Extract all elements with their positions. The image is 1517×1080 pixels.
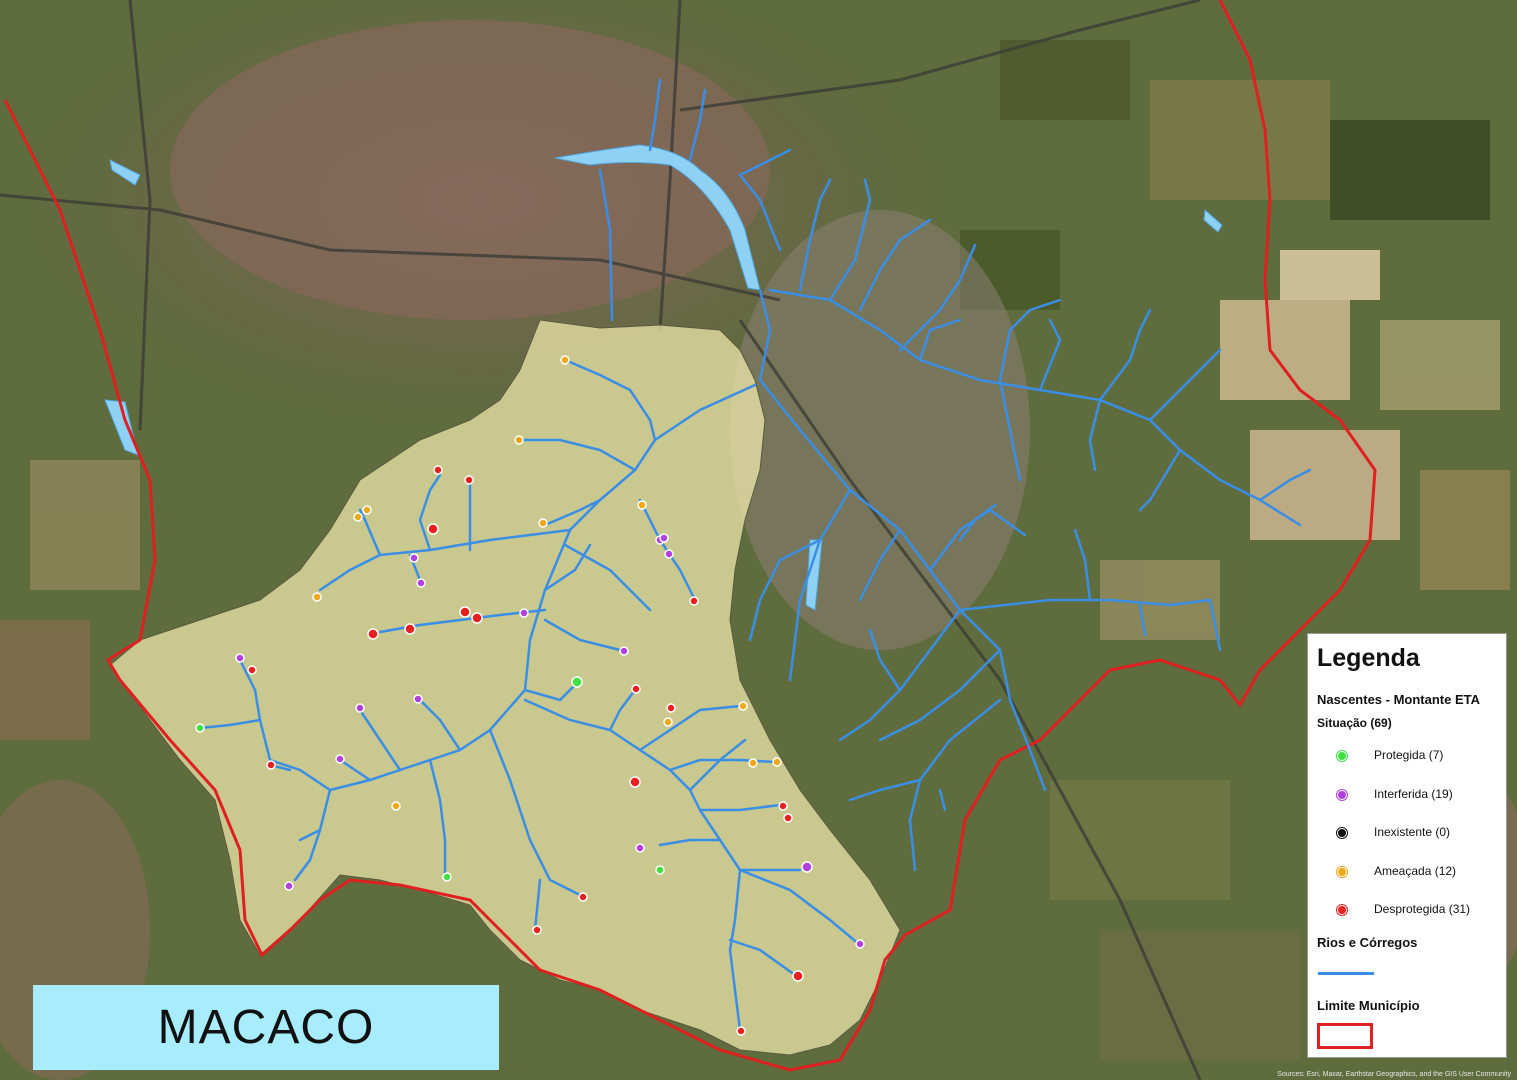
spring-interfered [801, 861, 813, 873]
spring-unprotected [464, 475, 474, 485]
spring-interfered [413, 694, 423, 704]
spring-unprotected [427, 523, 439, 535]
spring-protected [571, 676, 583, 688]
spring-threatened [514, 435, 524, 445]
lakes [104, 144, 1223, 611]
springs [195, 355, 865, 1036]
spring-interfered [659, 533, 669, 543]
spring-unprotected [367, 628, 379, 640]
spring-threatened [312, 592, 322, 602]
spring-threatened [391, 801, 401, 811]
spring-unprotected [666, 703, 676, 713]
spring-protected [442, 872, 452, 882]
spring-threatened [637, 500, 647, 510]
legend-item-label: Interferida (19) [1374, 787, 1453, 801]
black-dot-icon [1337, 828, 1347, 838]
spring-threatened [362, 505, 372, 515]
legend-item-threatened: Ameaçada (12) [1308, 862, 1506, 882]
boundary-box-icon [1317, 1023, 1373, 1049]
spring-unprotected [433, 465, 443, 475]
spring-interfered [635, 843, 645, 853]
spring-threatened [748, 758, 758, 768]
red-dot-icon [1337, 905, 1347, 915]
spring-interfered [355, 703, 365, 713]
legend-situation-label: Situação (69) [1317, 716, 1392, 730]
legend-item-nonexistent: Inexistente (0) [1308, 823, 1506, 843]
terrain-patches [0, 40, 1510, 1060]
spring-unprotected [792, 970, 804, 982]
spring-protected [655, 865, 665, 875]
spring-unprotected [247, 665, 257, 675]
spring-threatened [538, 518, 548, 528]
river-line-icon [1318, 972, 1374, 975]
rivers [198, 78, 1312, 1032]
spring-unprotected [778, 801, 788, 811]
green-dot-icon [1337, 751, 1347, 761]
legend-boundary-label: Limite Município [1317, 998, 1420, 1013]
spring-unprotected [629, 776, 641, 788]
spring-interfered [335, 754, 345, 764]
spring-unprotected [578, 892, 588, 902]
spring-unprotected [783, 813, 793, 823]
spring-threatened [560, 355, 570, 365]
legend-layer-title: Nascentes - Montante ETA [1317, 692, 1481, 707]
spring-threatened [772, 757, 782, 767]
spring-unprotected [459, 606, 471, 618]
spring-interfered [284, 881, 294, 891]
legend-item-interfered: Interferida (19) [1308, 785, 1506, 805]
watershed-area [109, 319, 901, 1056]
spring-interfered [519, 608, 529, 618]
legend-rivers-label: Rios e Córregos [1317, 935, 1418, 950]
spring-threatened [663, 717, 673, 727]
municipal-boundary [3, 0, 1377, 1072]
map-credits: Sources: Esri, Maxar, Earthstar Geograph… [1277, 1071, 1511, 1078]
legend-item-protected: Protegida (7) [1308, 746, 1506, 766]
spring-unprotected [266, 760, 276, 770]
spring-interfered [619, 646, 629, 656]
spring-interfered [409, 553, 419, 563]
legend-item-label: Inexistente (0) [1374, 825, 1451, 839]
purple-dot-icon [1337, 790, 1347, 800]
orange-dot-icon [1337, 867, 1347, 877]
legend-title: Legenda [1317, 644, 1420, 672]
spring-interfered [235, 653, 245, 663]
spring-unprotected [532, 925, 542, 935]
spring-interfered [416, 578, 426, 588]
spring-unprotected [471, 612, 483, 624]
legend-item-label: Desprotegida (31) [1374, 902, 1471, 916]
map-legend: Legenda Nascentes - Montante ETA Situaçã… [1307, 633, 1507, 1058]
spring-unprotected [689, 596, 699, 606]
legend-item-label: Ameaçada (12) [1374, 864, 1457, 878]
map-title: MACACO [157, 1001, 375, 1054]
spring-unprotected [736, 1026, 746, 1036]
spring-interfered [855, 939, 865, 949]
map-title-box: MACACO [33, 985, 499, 1070]
spring-protected [195, 723, 205, 733]
legend-item-label: Protegida (7) [1374, 748, 1444, 762]
spring-unprotected [631, 684, 641, 694]
spring-threatened [738, 701, 748, 711]
roads [0, 0, 1202, 1080]
spring-interfered [664, 549, 674, 559]
spring-unprotected [404, 623, 416, 635]
legend-item-unprotected: Desprotegida (31) [1308, 900, 1506, 920]
spring-threatened [353, 512, 363, 522]
